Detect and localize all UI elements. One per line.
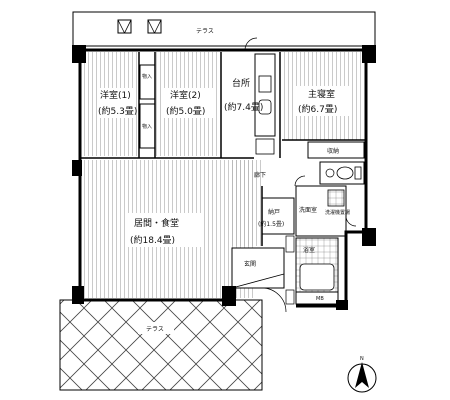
master-bedroom-size: (約6.7畳) (298, 103, 337, 115)
entrance-label: 玄関 (244, 260, 256, 268)
toilet-icon (336, 166, 354, 180)
washroom-label: 洗面室 (299, 206, 317, 214)
kitchen-label: 台所 (232, 77, 250, 89)
storage-room: 納戸 (約1.5畳) (258, 197, 295, 235)
western-room-1-label: 洋室(1) (100, 89, 131, 101)
meter-box: MB (295, 291, 339, 305)
closet-lower-label: 物入 (142, 123, 152, 130)
living-dining: 居間・食堂 (約18.4畳) (82, 160, 262, 298)
closet-upper: 物入 (139, 64, 156, 100)
washing-machine-label: 洗濯機置場 (325, 209, 350, 216)
master-bedroom: 主寝室 (約6.7畳) (282, 52, 364, 140)
refrigerator-icon (255, 138, 275, 155)
storage-room-size: (約1.5畳) (258, 220, 284, 228)
north-label: N (360, 356, 364, 362)
wardrobe-label: 収納 (327, 147, 339, 155)
western-room-1-size: (約5.3畳) (98, 105, 137, 117)
skylight-icon (147, 19, 162, 34)
north-arrow-icon: N (347, 356, 377, 393)
sink-icon (258, 99, 272, 115)
toilet (319, 161, 365, 185)
living-dining-size: (約18.4畳) (130, 234, 175, 246)
western-room-2-label: 洋室(2) (170, 89, 201, 101)
structural-columns (72, 45, 376, 310)
entrance-door-swing (261, 287, 287, 313)
bathroom-label: 浴室 (303, 246, 315, 254)
terrace-bottom-label: テラス (146, 326, 164, 333)
handbasin-icon (325, 168, 335, 178)
bathroom: 浴室 (295, 237, 339, 293)
bathtub-icon (299, 263, 335, 291)
master-bedroom-label: 主寝室 (308, 88, 335, 100)
washroom: 洗濯機置場 洗面室 (295, 185, 350, 237)
western-room-2-size: (約5.0畳) (166, 105, 205, 117)
living-dining-label: 居間・食堂 (134, 217, 179, 229)
closet-lower: 物入 (139, 103, 156, 149)
terrace-top-label: テラス (196, 28, 214, 35)
terrace-bottom: テラス (59, 299, 263, 391)
entrance: 玄関 (231, 247, 287, 313)
storage-room-label: 納戸 (268, 208, 280, 216)
stove-icon (258, 75, 272, 93)
skylight-icon (117, 19, 132, 34)
terrace-top: テラス (72, 11, 376, 47)
kitchen-size: (約7.4畳) (224, 101, 263, 113)
kitchen-counter (254, 53, 276, 137)
western-room-1: 洋室(1) (約5.3畳) (82, 52, 139, 156)
western-room-2: 洋室(2) (約5.0畳) (156, 52, 220, 156)
washing-machine-icon (327, 189, 345, 207)
wardrobe: 収納 (307, 141, 365, 159)
kitchen: 台所 (約7.4畳) (222, 52, 278, 158)
doors (244, 37, 357, 305)
meter-box-label: MB (316, 296, 324, 302)
closet-upper-label: 物入 (142, 73, 152, 80)
